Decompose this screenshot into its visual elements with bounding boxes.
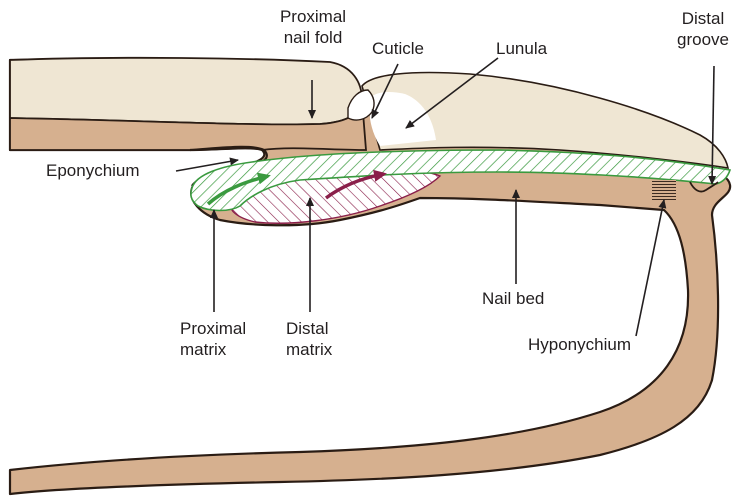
label-nail-bed: Nail bed <box>482 288 544 309</box>
label-lunula: Lunula <box>496 38 547 59</box>
hyponychium-region <box>652 180 676 202</box>
label-hyponychium: Hyponychium <box>528 334 631 355</box>
label-eponychium: Eponychium <box>46 160 140 181</box>
label-cuticle: Cuticle <box>372 38 424 59</box>
dorsal-skin <box>10 58 362 125</box>
label-proximal-matrix: Proximal matrix <box>180 318 246 360</box>
label-distal-matrix: Distal matrix <box>286 318 332 360</box>
label-distal-groove: Distal groove <box>672 8 734 50</box>
label-proximal-nail-fold: Proximal nail fold <box>270 6 356 48</box>
leader-hyponychium <box>636 200 664 336</box>
